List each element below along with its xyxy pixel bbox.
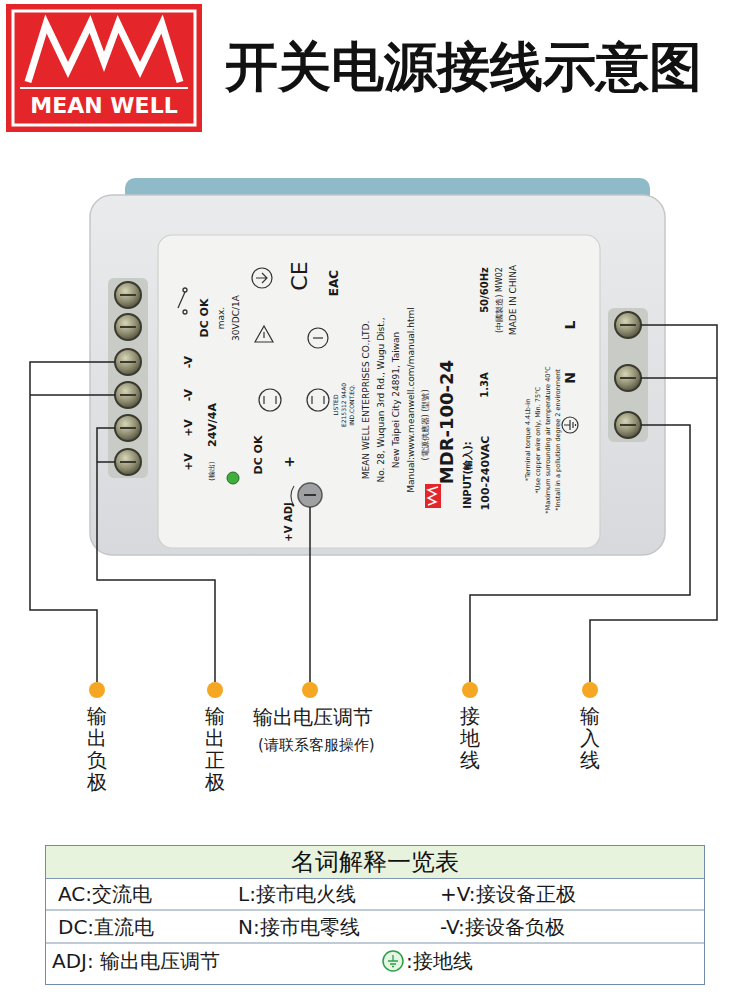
label: 输入线: [580, 705, 600, 771]
label: ADJ: 输出电压调节: [52, 951, 220, 971]
label: 50/60Hz: [480, 267, 490, 313]
label: MDR-100-24: [438, 360, 456, 484]
label: +V: [183, 453, 194, 471]
label: DC OK: [253, 436, 264, 475]
table-lines: [45, 910, 705, 943]
label: DC OK: [199, 299, 210, 338]
label: L: [563, 321, 577, 330]
label: 输出电压调节: [253, 707, 373, 727]
label: LISTED: [333, 395, 339, 416]
label: -V: [183, 389, 194, 401]
label: +V ADJ: [284, 502, 294, 541]
label: 100-240VAC: [480, 436, 491, 511]
label: max.: [217, 307, 226, 329]
label: MEAN WELL ENTERPRISES CO.,LTD.: [362, 321, 371, 480]
label: New Taipei City 24891, Taiwan: [392, 332, 401, 469]
table-heading: 名词解释一览表: [46, 846, 704, 879]
label: DC:直流电: [58, 917, 154, 937]
label: (輸出): [209, 461, 216, 480]
label: +V: [183, 419, 194, 437]
label: 输出负极: [87, 705, 107, 793]
ground-symbol: [383, 951, 403, 971]
label: Manual:www.meanwell.com/manual.html: [407, 307, 416, 492]
label: L:接市电火线: [238, 884, 356, 904]
label: -V:接设备负极: [440, 917, 565, 937]
label: AC:交流电: [58, 884, 152, 904]
leader-lines: [30, 325, 717, 682]
label: *Terminal torque 4.4Lb-in: [525, 399, 532, 482]
label: *Use copper wire only, Min. 75℃: [535, 387, 542, 494]
label: :接地线: [406, 951, 473, 971]
title: 开关电源接线示意图: [225, 40, 702, 93]
power-supply: [90, 178, 665, 555]
label: (中國製造) MW02: [496, 267, 504, 333]
label: E215312 94A0: [341, 383, 347, 427]
label: N: [563, 372, 577, 384]
brand-logo: [6, 4, 202, 132]
label: *Install in a pollution degree 2 environ…: [555, 369, 562, 511]
label: 30VDC/1A: [232, 295, 241, 341]
label: (请联系客服操作): [258, 738, 375, 753]
label: (電源供應器) (型號): [422, 389, 430, 460]
label: +V:接设备正极: [440, 884, 576, 904]
label: 输出正极: [205, 705, 225, 793]
label: INPUT(輸入):: [463, 441, 473, 509]
label: 1.3A: [480, 372, 490, 397]
callout-dots: [89, 682, 598, 698]
label: *Maximum surrounding air temperature 40℃: [545, 366, 552, 513]
label: 24V/4A: [207, 403, 218, 447]
label: N:接市电零线: [238, 917, 360, 937]
label: IND.CONT.EQ.: [349, 384, 355, 425]
label: +: [282, 456, 296, 468]
label: MADE IN CHINA: [509, 265, 518, 335]
label: MEAN WELL: [30, 95, 177, 117]
label: No. 28, Wuquan 3rd Rd., Wugu Dist.,: [377, 317, 386, 482]
label: -V: [183, 356, 194, 368]
label: 接地线: [460, 705, 480, 771]
label: CE: [289, 261, 311, 290]
label: EAC: [328, 270, 340, 296]
